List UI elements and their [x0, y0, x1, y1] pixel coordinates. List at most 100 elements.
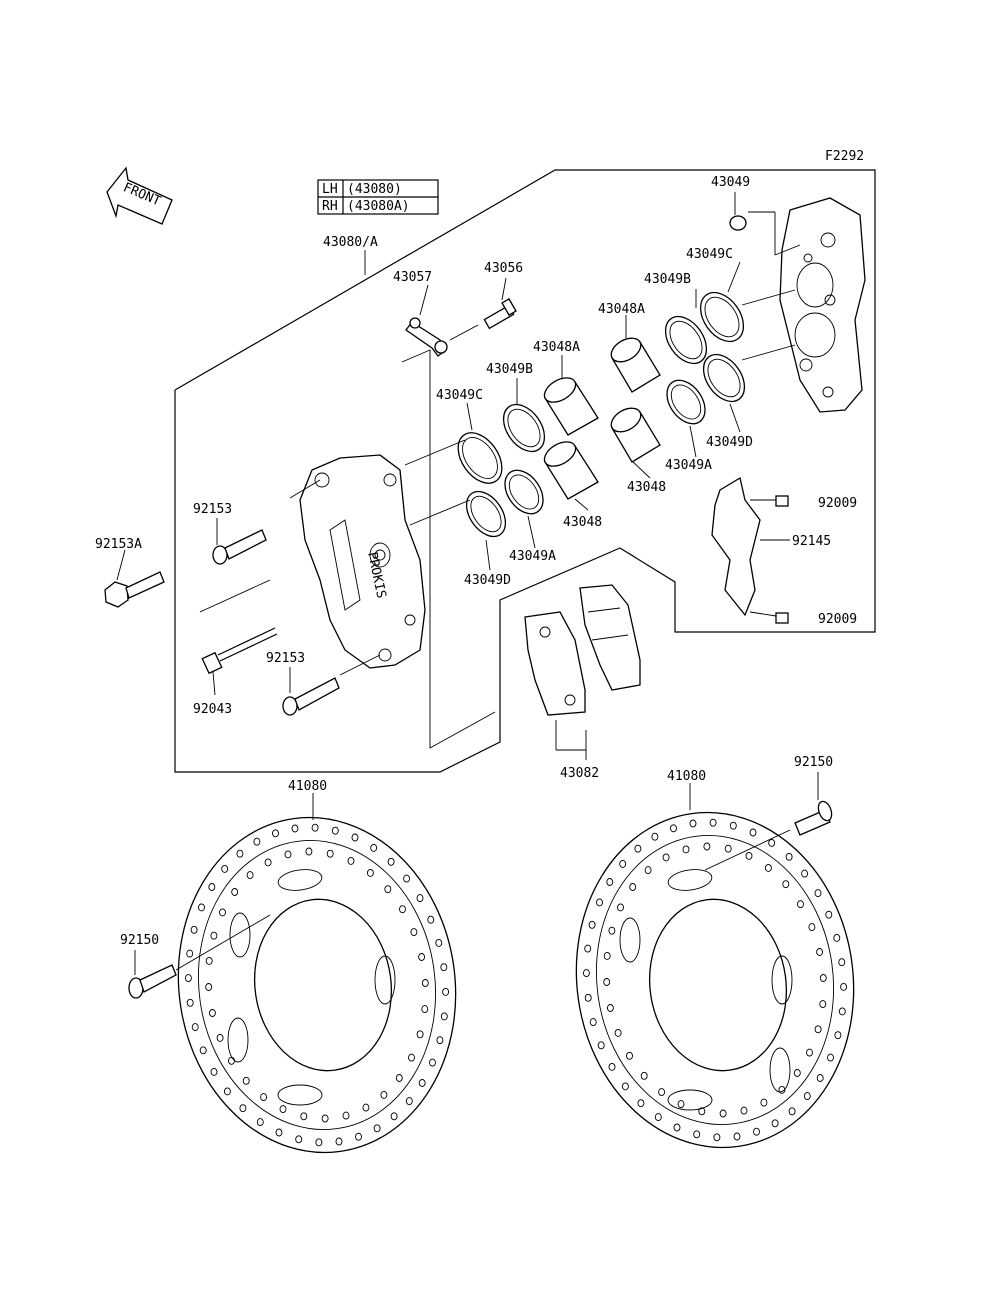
disc-hole: [640, 1071, 648, 1080]
disc-hole: [771, 1119, 779, 1128]
seal-43049B-left: [502, 403, 546, 453]
disc-hole: [797, 900, 804, 909]
label-92009-top: 92009: [818, 496, 857, 511]
disc-hole: [246, 871, 254, 880]
label-43049D-right: 43049D: [706, 435, 753, 450]
label-43049B-left: 43049B: [486, 362, 533, 377]
label-43049A-right: 43049A: [665, 458, 712, 473]
banjo-fitting: [405, 317, 448, 357]
disc-hole: [256, 1118, 264, 1127]
seal-43049D-left: [465, 490, 507, 538]
disc-hole: [260, 1093, 268, 1102]
disc-hole: [838, 1007, 846, 1016]
disc-hole: [637, 1099, 645, 1108]
seal-43049C-right: [699, 291, 745, 343]
disc-hole: [410, 928, 418, 937]
disc-hole: [689, 819, 697, 828]
disc-hole: [733, 1132, 741, 1141]
variant-table: LH (43080) RH (43080A): [317, 179, 439, 215]
assembly-boundary: [174, 169, 876, 773]
disc-hole: [440, 963, 448, 972]
disc-bolt-right: [794, 800, 833, 836]
disc-hole: [819, 1000, 827, 1009]
disc-hole: [190, 925, 198, 934]
disc-hole: [239, 1104, 247, 1113]
disc-hole: [300, 1112, 308, 1121]
disc-hole: [436, 1036, 444, 1045]
disc-hole: [597, 1041, 605, 1050]
disc-hole: [816, 1074, 824, 1082]
disc-hole: [335, 1137, 343, 1146]
disc-hole: [816, 948, 824, 956]
front-arrow-icon: FRONT: [106, 166, 173, 225]
variant-side-lh: LH: [322, 182, 338, 197]
pin-92043: [201, 627, 278, 675]
disc-hole: [279, 1105, 287, 1114]
disc-hole: [219, 908, 226, 917]
disc-hole: [764, 863, 772, 872]
disc-hole: [295, 1135, 303, 1144]
label-92153-bottom: 92153: [266, 651, 305, 666]
disc-hole: [275, 1128, 283, 1137]
piston-43048A-right: [610, 337, 661, 393]
disc-hole: [205, 983, 213, 991]
disc-hole: [814, 1025, 822, 1034]
disc-holes-right: [582, 818, 848, 1142]
disc-hole: [626, 1051, 633, 1060]
disc-hole: [186, 949, 194, 958]
figure-id: F2292: [825, 149, 864, 164]
label-43049B-right: 43049B: [644, 272, 691, 287]
disc-hole: [373, 1124, 381, 1133]
disc-hole: [745, 851, 753, 860]
disc-hole: [782, 880, 790, 889]
label-43057: 43057: [393, 270, 432, 285]
screw-92009-bottom: [775, 612, 789, 624]
disc-hole: [210, 931, 218, 940]
label-43082: 43082: [560, 766, 599, 781]
disc-hole: [210, 1067, 218, 1076]
disc-hole: [355, 1132, 362, 1141]
disc-hole: [191, 1023, 199, 1032]
disc-hole: [421, 979, 429, 987]
disc-hole: [331, 826, 339, 835]
disc-hole: [785, 852, 793, 861]
disc-hole: [760, 1098, 768, 1107]
disc-hole: [825, 910, 833, 919]
disc-hole: [442, 987, 450, 996]
disc-hole: [724, 844, 732, 853]
label-43049C-left: 43049C: [436, 388, 483, 403]
disc-hole: [416, 1030, 424, 1039]
disc-hole: [582, 969, 590, 978]
pad-subregion: [401, 349, 496, 749]
disc-hole: [405, 1097, 413, 1106]
disc-hole: [589, 1018, 597, 1027]
seal-43049A-right: [666, 379, 706, 425]
disc-hole: [395, 1074, 403, 1082]
label-43048A-left: 43048A: [533, 340, 580, 355]
disc-hole: [617, 903, 624, 912]
label-92009-bottom: 92009: [818, 612, 857, 627]
brake-pad-rear: [579, 584, 641, 691]
disc-hole: [788, 1107, 796, 1116]
disc-hole: [253, 837, 261, 846]
variant-part-lh: (43080): [347, 182, 402, 197]
disc-hole: [840, 982, 848, 991]
label-43049-top: 43049: [711, 175, 750, 190]
disc-hole: [740, 1106, 748, 1115]
disc-hole: [384, 885, 392, 894]
disc-hole: [584, 944, 592, 953]
disc-hole: [608, 1062, 616, 1071]
disc-hole: [673, 1123, 681, 1132]
label-92043: 92043: [193, 702, 232, 717]
caliper-left-half: PROKIS: [299, 454, 426, 669]
label-92153A: 92153A: [95, 537, 142, 552]
disc-hole: [440, 1012, 448, 1021]
disc-hole: [362, 1103, 370, 1112]
bolt-92153-bottom: [282, 677, 340, 716]
disc-hole: [703, 842, 711, 851]
disc-hole: [366, 868, 374, 877]
label-43049C-right: 43049C: [686, 247, 733, 262]
disc-hole: [753, 1127, 760, 1136]
disc-hole: [418, 1079, 426, 1087]
